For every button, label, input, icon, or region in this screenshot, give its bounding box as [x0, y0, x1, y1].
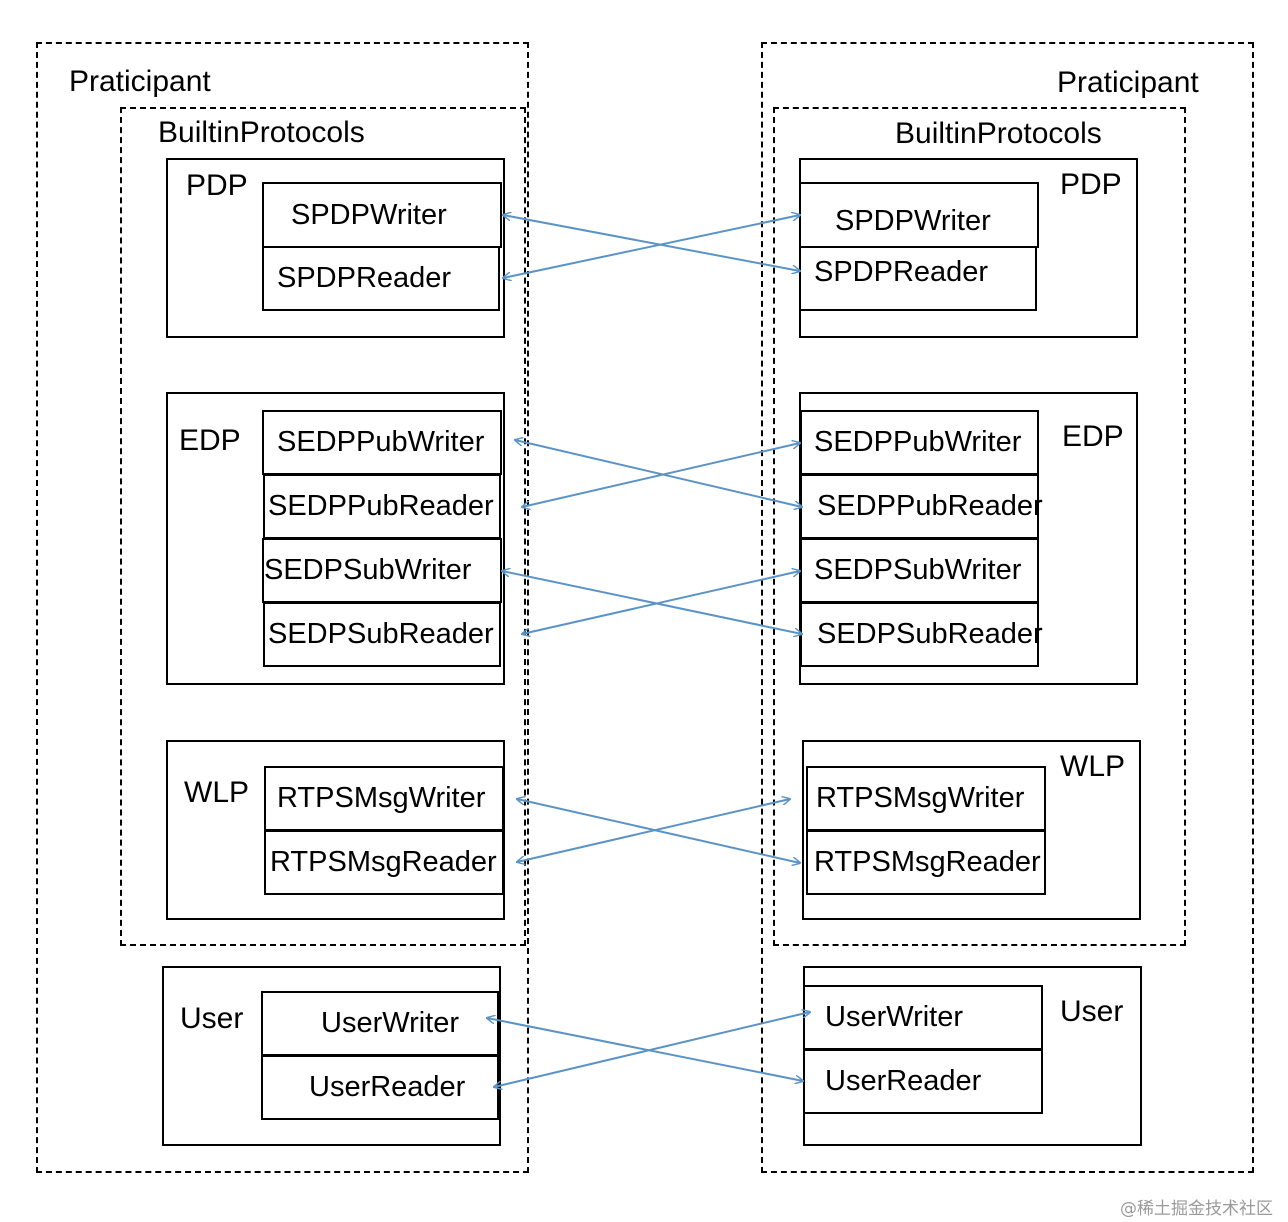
right-participant-label: Praticipant: [1057, 66, 1199, 99]
left-pdp-label: PDP: [186, 169, 248, 202]
left-edp-box: [166, 392, 505, 685]
right-rtps-msg-writer: RTPSMsgWriter: [806, 766, 1046, 831]
right-spdp-reader: SPDPReader: [799, 246, 1037, 311]
left-builtin-protocols-box: [120, 107, 526, 946]
left-rtps-msg-writer: RTPSMsgWriter: [264, 766, 504, 831]
left-rtps-msg-reader: RTPSMsgReader: [264, 830, 504, 895]
connector-sedp-sub-reader-to-writer: [522, 571, 800, 634]
left-spdp-reader: SPDPReader: [262, 246, 500, 311]
connector-spdp-reader-to-writer: [503, 215, 800, 278]
right-wlp-label: WLP: [1060, 750, 1126, 783]
connector-spdp-writer-to-reader: [503, 215, 800, 271]
right-rtps-msg-reader: RTPSMsgReader: [806, 830, 1046, 895]
connector-user-writer-to-reader: [487, 1018, 803, 1081]
right-edp-label: EDP: [1062, 420, 1124, 453]
right-builtin-protocols-box: [773, 107, 1186, 946]
left-builtin-protocols-label: BuiltinProtocols: [158, 116, 365, 149]
connector-sedp-pub-reader-to-writer: [522, 443, 800, 507]
right-sedp-sub-writer: SEDPSubWriter: [800, 538, 1039, 603]
connector-sedp-pub-writer-to-reader: [515, 440, 802, 507]
left-wlp-box: [166, 740, 505, 920]
left-edp-label: EDP: [179, 424, 241, 457]
connector-rtps-reader-to-writer: [517, 799, 790, 862]
left-sedp-sub-writer: SEDPSubWriter: [262, 538, 502, 603]
right-pdp-label: PDP: [1060, 168, 1122, 201]
right-user-reader: UserReader: [803, 1049, 1043, 1114]
left-participant-label: Praticipant: [69, 65, 211, 98]
left-user-label: User: [180, 1002, 244, 1035]
right-builtin-protocols-label: BuiltinProtocols: [895, 117, 1102, 150]
left-wlp-label: WLP: [184, 776, 250, 809]
left-sedp-sub-reader: SEDPSubReader: [263, 602, 501, 667]
connector-rtps-writer-to-reader: [517, 799, 800, 863]
watermark: @稀土掘金技术社区: [1120, 1199, 1273, 1219]
connector-user-reader-to-writer: [494, 1012, 810, 1087]
right-wlp-box: [802, 740, 1141, 920]
right-user-label: User: [1060, 995, 1124, 1028]
